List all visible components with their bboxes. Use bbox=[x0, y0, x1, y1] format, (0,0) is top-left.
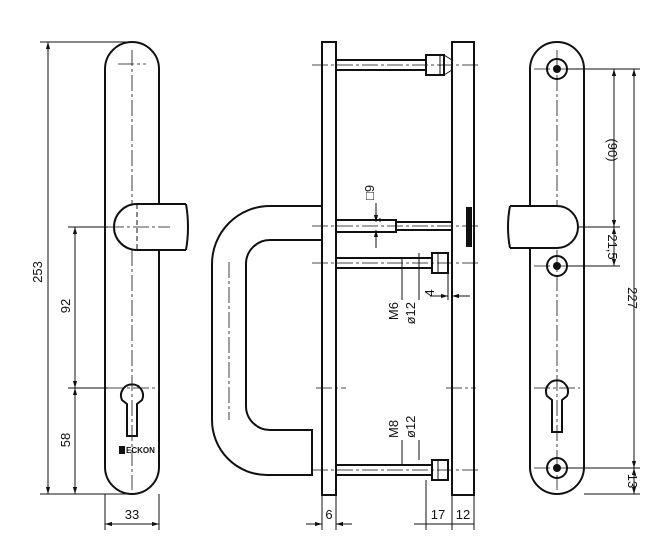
dim-thread-lower: M8 bbox=[386, 420, 401, 438]
back-plate-view bbox=[507, 41, 585, 495]
dim-hole-offset: 21,5 bbox=[605, 234, 620, 259]
side-dimensions: □9 M6 ø12 4 M8 ø12 6 17 12 bbox=[306, 185, 475, 530]
dim-plate-thickness: 12 bbox=[456, 507, 470, 522]
side-view bbox=[211, 41, 480, 496]
top-nut-bevel-b bbox=[443, 69, 453, 76]
dim-hole-distance: 227 bbox=[625, 287, 640, 309]
brand-logo-mark bbox=[119, 446, 125, 454]
front-plate-view: ECKON bbox=[104, 41, 189, 495]
dim-depth-upper: 4 bbox=[422, 289, 437, 296]
back-dimensions: (90) 21,5 227 13 bbox=[567, 68, 640, 495]
dim-thread-upper: M6 bbox=[386, 302, 401, 320]
lever-handle bbox=[211, 205, 322, 476]
dim-handle-to-cylinder: 92 bbox=[58, 299, 73, 313]
back-handle-break-line bbox=[507, 205, 511, 249]
top-screw-center bbox=[553, 65, 561, 73]
dim-diameter-lower: ø12 bbox=[403, 416, 418, 438]
bottom-screw-center bbox=[553, 464, 561, 472]
middle-screw-center bbox=[553, 262, 561, 270]
spindle-bearing bbox=[466, 207, 472, 247]
dim-upper-hole-spacing: (90) bbox=[605, 138, 620, 161]
dim-rod-length: 17 bbox=[431, 507, 445, 522]
back-plate-outline bbox=[529, 41, 585, 495]
dim-cylinder-to-bottom: 58 bbox=[58, 433, 73, 447]
handle-break-line bbox=[185, 203, 189, 251]
dim-spacer-offset: 6 bbox=[325, 507, 332, 522]
handle-rose bbox=[113, 203, 186, 251]
dim-diameter-upper: ø12 bbox=[403, 302, 418, 324]
brand-label: ECKON bbox=[126, 446, 155, 455]
handle-stub bbox=[113, 203, 189, 251]
front-plate-outline bbox=[104, 41, 160, 495]
dim-plate-width: 33 bbox=[125, 507, 139, 522]
dim-total-height: 253 bbox=[30, 261, 45, 283]
back-handle-rose bbox=[510, 205, 579, 249]
dim-square-spindle: □9 bbox=[362, 185, 377, 200]
side-plate-outer bbox=[451, 41, 475, 496]
dim-bottom-hole-offset: 13 bbox=[625, 474, 640, 488]
back-cylinder-hole bbox=[545, 379, 569, 433]
cylinder-hole bbox=[120, 383, 144, 437]
side-plate-inner bbox=[321, 41, 337, 496]
top-nut-bevel-a bbox=[443, 54, 453, 61]
left-dimensions: 253 92 58 33 bbox=[30, 41, 160, 530]
